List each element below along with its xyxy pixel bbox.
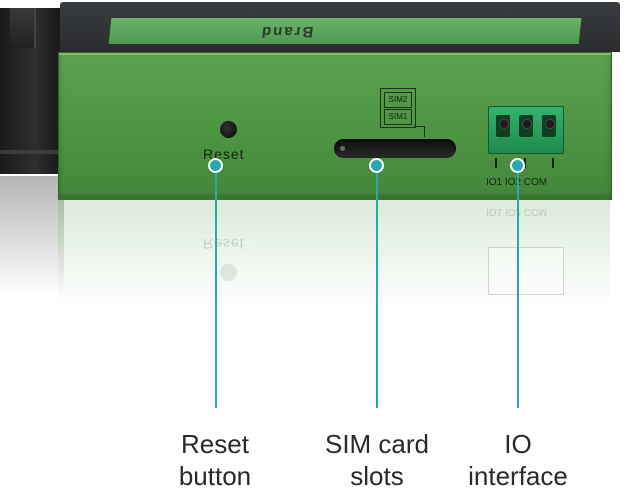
callout-line: slots xyxy=(350,461,404,491)
sim-bracket xyxy=(414,126,425,137)
reset-callout-dot xyxy=(208,158,223,173)
rail-reflection xyxy=(0,176,64,296)
io-port-labels: IO1 IO2 COM xyxy=(486,177,548,188)
io-tick xyxy=(495,158,497,168)
io-callout-dot xyxy=(510,158,525,173)
reset-reflection xyxy=(220,264,237,281)
callout-line: SIM card xyxy=(324,429,430,459)
io-terminal-block xyxy=(488,106,564,154)
callout-sim-slots: SIM card slots xyxy=(310,428,444,492)
io-tick xyxy=(552,158,554,168)
device-top-label: Brand xyxy=(108,18,582,44)
io-leader-line xyxy=(517,165,519,408)
callout-line: IO xyxy=(504,429,532,459)
callout-line: button xyxy=(178,461,252,491)
io-pin xyxy=(519,115,533,137)
reset-leader-line xyxy=(215,165,217,408)
sim1-label: SIM1 xyxy=(384,109,412,125)
io-pin xyxy=(496,115,510,137)
callout-line: interface xyxy=(468,461,568,491)
reset-label-reflection: Reset xyxy=(203,236,245,252)
brand-text: Brand xyxy=(259,23,315,40)
callout-line: Reset xyxy=(181,429,249,459)
din-rail-mount xyxy=(0,8,64,174)
io-terminal-reflection xyxy=(488,247,564,295)
sim-icon: SIM2 SIM1 xyxy=(380,88,416,128)
sim-leader-line xyxy=(376,165,378,408)
callout-reset-button: Reset button xyxy=(150,428,280,492)
io-pin xyxy=(542,115,556,137)
sim-card-slot xyxy=(334,139,456,158)
callout-io-interface: IO interface xyxy=(455,428,581,492)
sim-callout-dot xyxy=(369,158,384,173)
reset-hole xyxy=(220,121,237,138)
io-tick xyxy=(524,158,526,168)
sim2-label: SIM2 xyxy=(384,92,412,108)
